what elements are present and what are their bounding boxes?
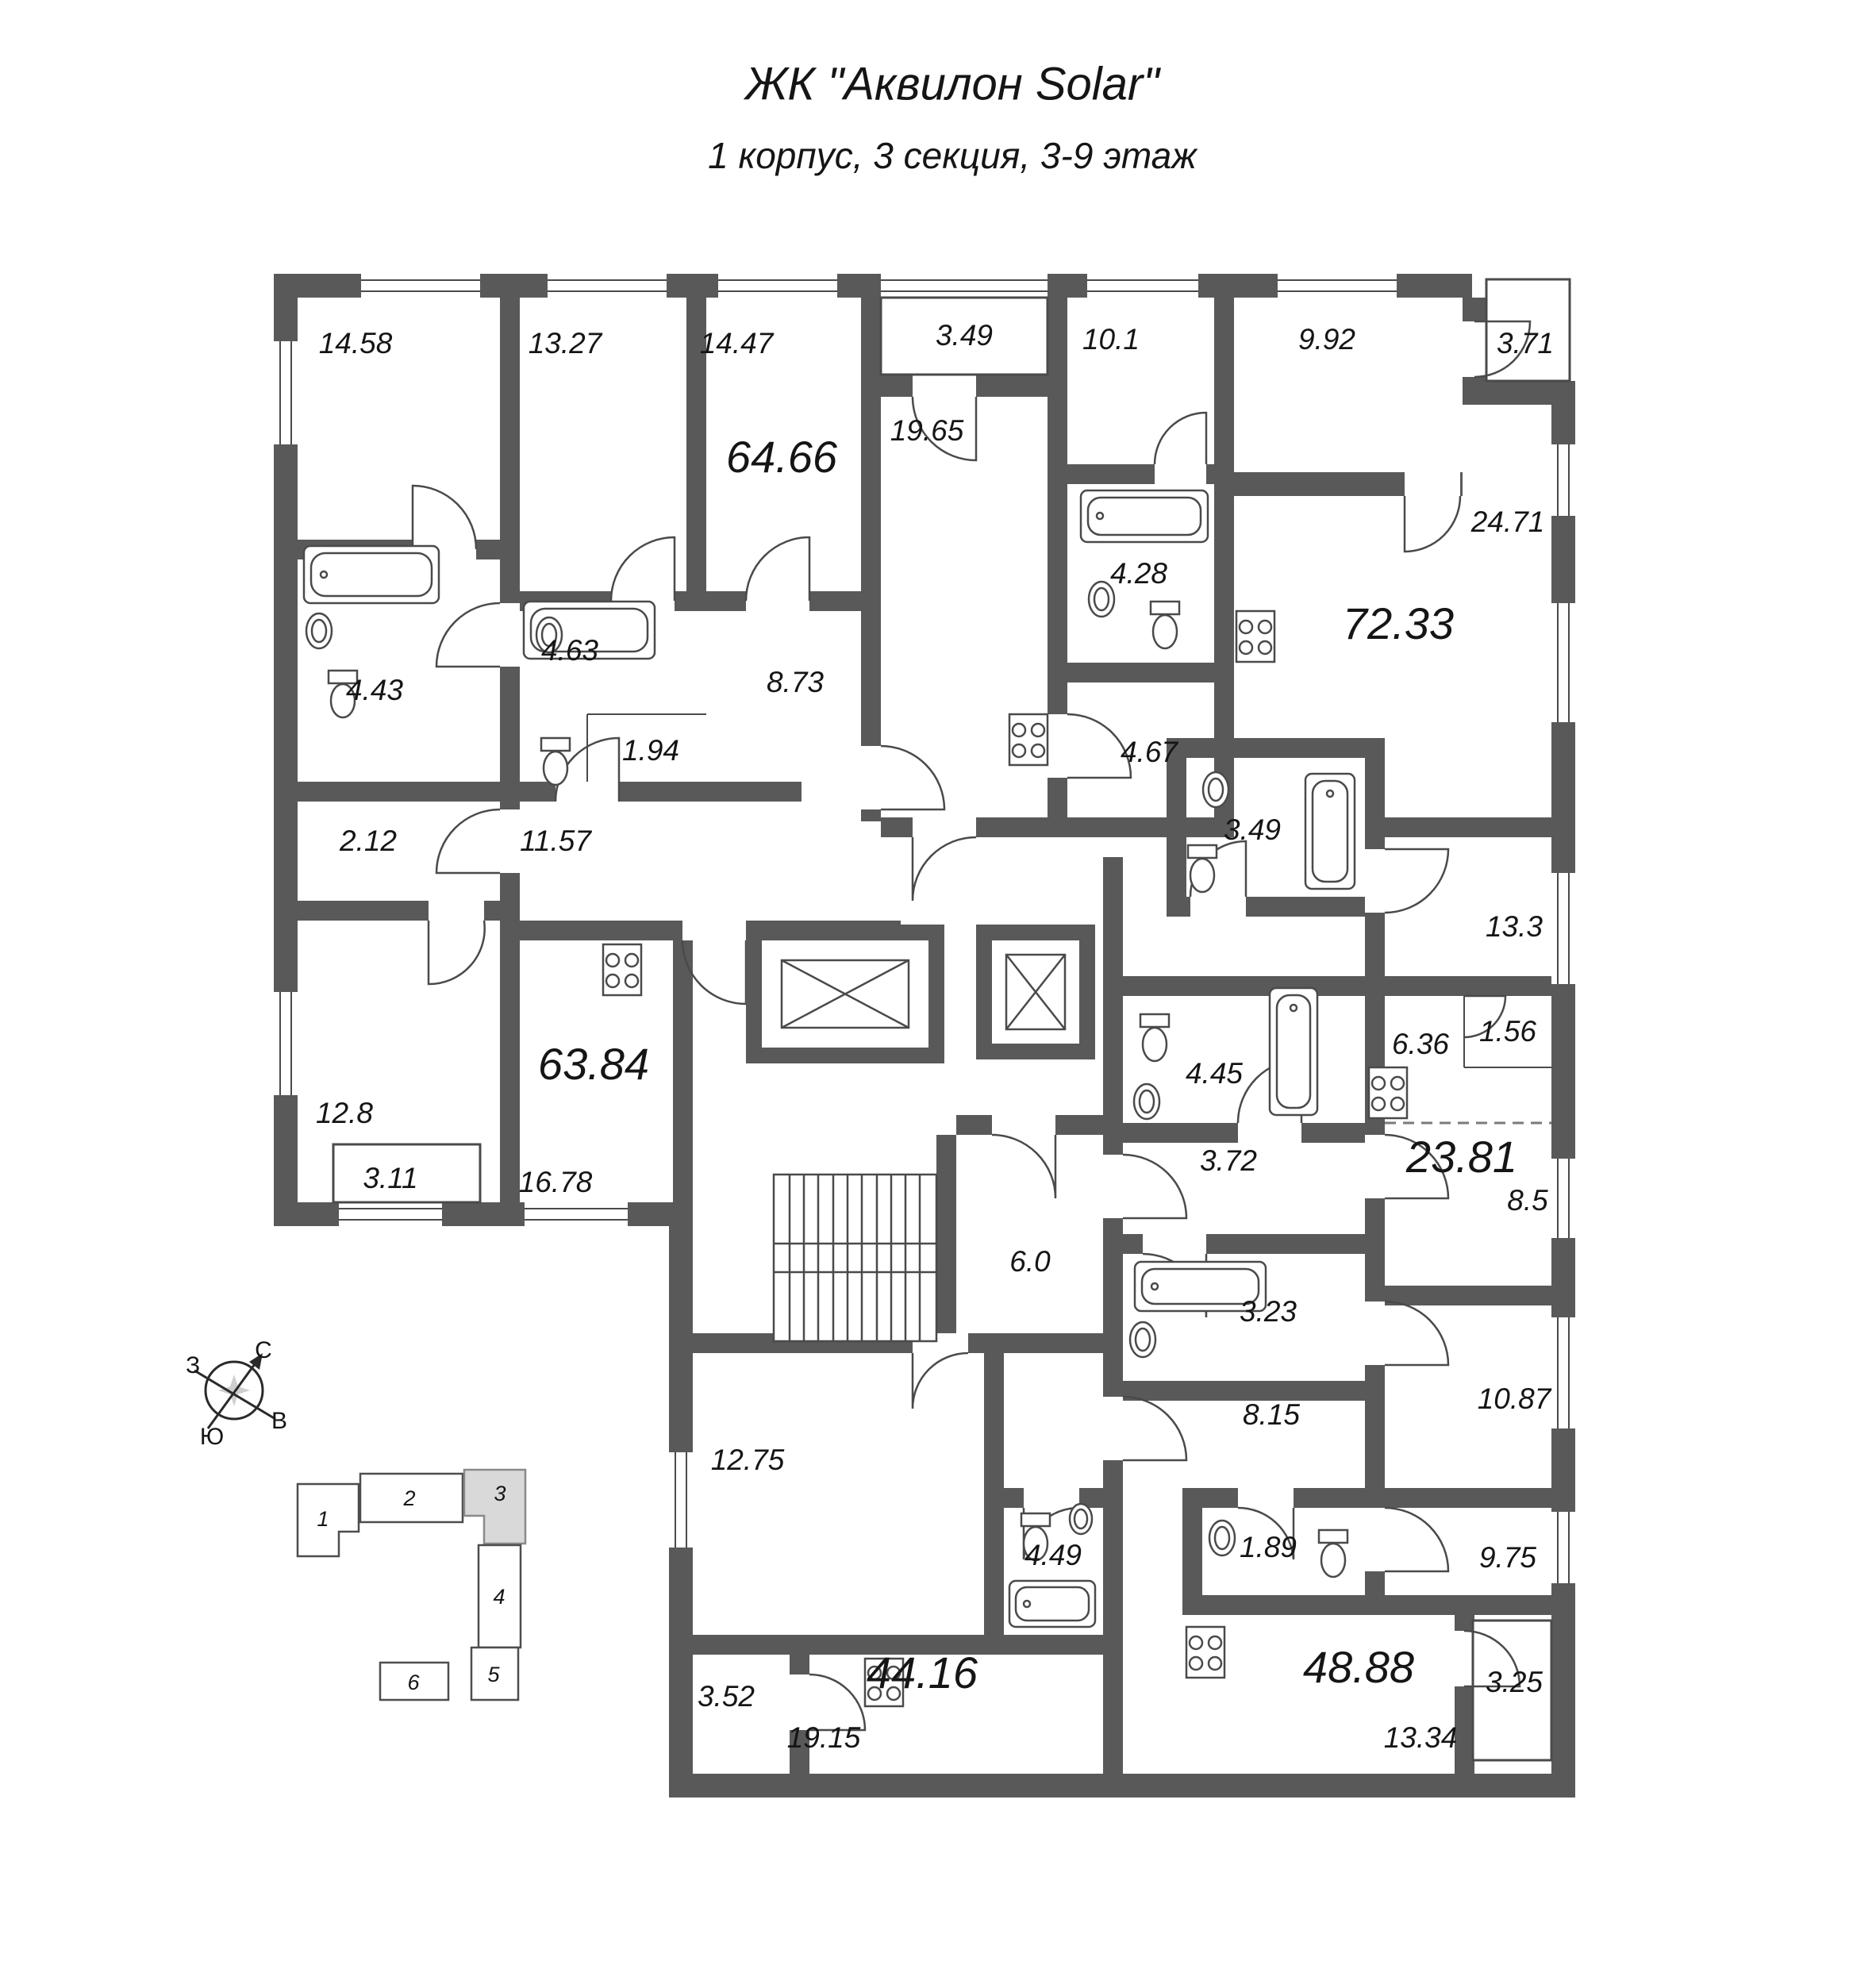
site-section-label: 4 — [493, 1585, 505, 1609]
apartment-total-area: 44.16 — [867, 1648, 978, 1698]
room-area: 14.47 — [700, 327, 775, 360]
stove-icon — [602, 609, 1409, 1708]
room-area: 19.65 — [890, 414, 964, 447]
room-area: 13.27 — [529, 327, 603, 360]
compass-star-icon — [218, 1375, 250, 1406]
balcony-3-25 — [1471, 1619, 1553, 1762]
room-area: 24.71 — [1470, 506, 1545, 538]
room-area: 9.92 — [1298, 323, 1355, 356]
room-area: 3.25 — [1486, 1666, 1543, 1698]
elevators — [746, 925, 1095, 1063]
site-section-label: 1 — [317, 1507, 329, 1531]
room-area: 4.43 — [346, 674, 403, 706]
apartment-total-area: 72.33 — [1343, 598, 1454, 648]
bathroom-fixtures — [302, 489, 1356, 1628]
room-area: 8.5 — [1507, 1184, 1548, 1217]
room-area: 13.34 — [1384, 1721, 1458, 1754]
balcony-3-49 — [879, 296, 1049, 376]
room-labels: 14.58 13.27 14.47 3.49 10.1 9.92 3.71 19… — [316, 319, 1554, 1754]
room-area: 9.75 — [1479, 1541, 1536, 1574]
compass-south-label: Ю — [200, 1424, 224, 1450]
compass-west-label: З — [186, 1352, 200, 1378]
room-area: 3.23 — [1240, 1295, 1297, 1328]
room-area: 12.75 — [711, 1444, 785, 1476]
page-title: ЖК "Аквилон Solar" — [743, 58, 1161, 110]
apartment-total-area: 64.66 — [726, 432, 838, 482]
compass-east-label: В — [271, 1408, 287, 1434]
room-area: 10.1 — [1082, 323, 1140, 356]
door-openings — [413, 321, 1486, 1730]
site-section-label: 6 — [407, 1671, 420, 1694]
bathtub-icon — [302, 489, 1356, 1628]
balcony-3-71 — [1485, 278, 1571, 383]
sink-icon — [305, 580, 1236, 1557]
room-area: 8.73 — [767, 666, 824, 698]
room-area: 19.15 — [787, 1721, 861, 1754]
compass-north-label: С — [255, 1337, 272, 1363]
room-area: 3.49 — [1224, 813, 1281, 846]
room-area: 4.67 — [1121, 736, 1178, 768]
site-plan: 1 2 3 4 5 6 — [296, 1468, 527, 1701]
room-area: 2.12 — [339, 825, 397, 857]
room-area: 1.56 — [1479, 1015, 1536, 1048]
compass-arrowhead-icon — [249, 1353, 263, 1370]
apartment-total-area: 63.84 — [538, 1039, 649, 1089]
room-area: 4.49 — [1024, 1539, 1082, 1571]
room-area: 16.78 — [519, 1166, 593, 1198]
stairs — [772, 1173, 938, 1343]
site-section-6 — [379, 1661, 450, 1701]
room-area: 1.89 — [1240, 1531, 1297, 1563]
room-area: 12.8 — [316, 1097, 373, 1129]
site-section-5 — [470, 1646, 520, 1701]
page-subtitle: 1 корпус, 3 секция, 3-9 этаж — [708, 135, 1198, 176]
site-section-1 — [296, 1482, 360, 1558]
room-area: 1.94 — [622, 734, 679, 767]
room-area: 4.28 — [1110, 557, 1167, 590]
apartment-total-area: 48.88 — [1303, 1642, 1414, 1692]
doors — [411, 320, 1532, 1732]
room-area: 14.58 — [319, 327, 393, 360]
site-section-3-highlighted — [463, 1468, 527, 1545]
room-area: 13.3 — [1486, 910, 1543, 943]
site-section-label: 2 — [402, 1486, 415, 1510]
elevator-shaft — [746, 925, 944, 1063]
site-section-label: 3 — [494, 1482, 506, 1505]
room-area: 3.49 — [936, 319, 993, 352]
room-area: 3.52 — [698, 1680, 755, 1713]
windows — [274, 274, 1575, 1583]
compass-north-arrow — [206, 1358, 260, 1429]
room-area: 11.57 — [520, 825, 592, 857]
room-area: 4.45 — [1186, 1057, 1243, 1090]
room-area: 3.72 — [1200, 1144, 1257, 1177]
compass-west-east-axis — [194, 1369, 276, 1421]
toilet-icon — [327, 600, 1349, 1578]
room-area: 10.87 — [1478, 1382, 1552, 1415]
balconies — [332, 278, 1571, 1762]
room-area: 6.0 — [1009, 1245, 1051, 1278]
balcony-3-11 — [332, 1143, 482, 1204]
site-section-label: 5 — [487, 1663, 500, 1686]
room-area: 3.71 — [1497, 327, 1554, 360]
elevator-shaft — [976, 925, 1095, 1059]
site-section-2 — [359, 1472, 464, 1524]
room-area: 4.63 — [541, 634, 598, 667]
room-area: 3.11 — [363, 1162, 417, 1194]
compass-rose: С З В Ю — [186, 1337, 287, 1450]
room-area: 8.15 — [1243, 1398, 1300, 1431]
room-area: 6.36 — [1392, 1028, 1449, 1060]
apartment-total-area: 23.81 — [1405, 1132, 1517, 1182]
